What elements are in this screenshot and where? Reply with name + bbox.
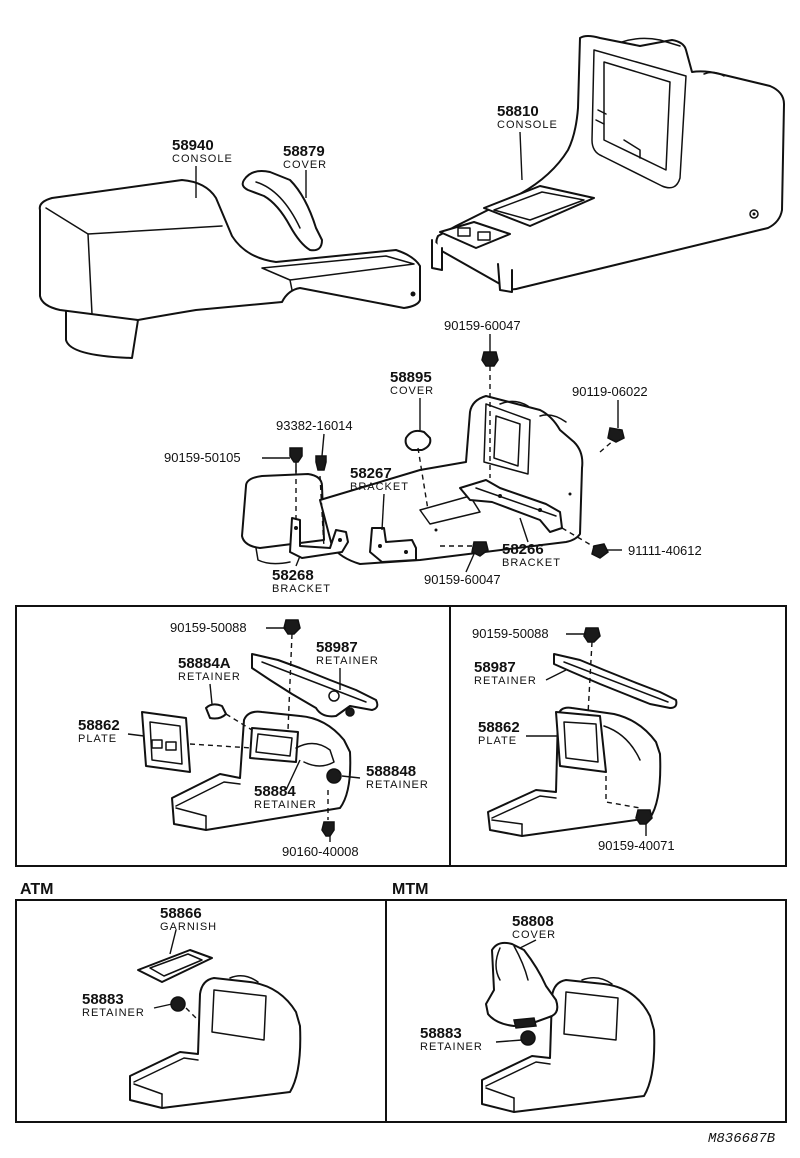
svg-text:CONSOLE: CONSOLE — [172, 153, 233, 165]
svg-text:PLATE: PLATE — [478, 735, 517, 747]
svg-text:58866: 58866 — [160, 905, 202, 922]
label-right-bolt-90159-50088: 90159-50088 — [472, 626, 549, 641]
rear-console-58940 — [38, 179, 421, 359]
label-bolt-90159-50105: 90159-50105 — [164, 450, 241, 465]
label-bolt-90159-60047-top: 90159-60047 — [444, 318, 521, 333]
label-left-plate-58862: 58862 PLATE — [78, 717, 120, 745]
leader-lines — [127, 131, 647, 1043]
label-bolt-90159-40071: 90159-40071 — [598, 838, 675, 853]
svg-text:RETAINER: RETAINER — [82, 1007, 145, 1019]
svg-text:58987: 58987 — [474, 659, 516, 676]
label-cover-58895: 58895 COVER — [390, 369, 434, 397]
console-bracket-assembly — [241, 351, 625, 565]
mtm-assembly — [481, 941, 656, 1113]
label-console-58810: 58810 CONSOLE — [497, 103, 558, 131]
section-title-mtm: MTM — [392, 881, 428, 898]
label-retainer-58884b: 588848 RETAINER — [366, 763, 429, 791]
drawing-code: M836687B — [708, 1131, 775, 1147]
svg-text:RETAINER: RETAINER — [366, 779, 429, 791]
label-bracket-58266: 58266 BRACKET — [502, 541, 561, 569]
label-bracket-58268: 58268 BRACKET — [272, 567, 331, 595]
svg-text:58883: 58883 — [82, 991, 124, 1008]
svg-text:588848: 588848 — [366, 763, 416, 780]
label-screw-91111-40612: 91111-40612 — [628, 543, 702, 558]
label-right-retainer-58987: 58987 RETAINER — [474, 659, 537, 687]
label-bolt-90159-60047-bottom: 90159-60047 — [424, 572, 501, 587]
svg-text:58883: 58883 — [420, 1025, 462, 1042]
label-console-58940: 58940 CONSOLE — [172, 137, 233, 165]
section-title-atm: ATM — [20, 881, 53, 898]
right-option-assembly — [487, 627, 678, 837]
label-bracket-58267: 58267 BRACKET — [350, 465, 409, 493]
svg-text:COVER: COVER — [283, 159, 327, 171]
label-left-bolt-90159-50088: 90159-50088 — [170, 620, 247, 635]
svg-text:58862: 58862 — [478, 719, 520, 736]
label-cover-58879: 58879 COVER — [283, 143, 327, 171]
svg-text:PLATE: PLATE — [78, 733, 117, 745]
label-right-plate-58862: 58862 PLATE — [478, 719, 520, 747]
svg-text:58267: 58267 — [350, 465, 392, 482]
svg-text:58884A: 58884A — [178, 655, 231, 672]
label-screw-90119-06022: 90119-06022 — [572, 384, 648, 399]
svg-text:RETAINER: RETAINER — [474, 675, 537, 687]
label-nut-90160-40008: 90160-40008 — [282, 844, 359, 859]
label-mtm-retainer-58883: 58883 RETAINER — [420, 1025, 483, 1053]
svg-text:58884: 58884 — [254, 783, 296, 800]
atm-assembly — [129, 949, 302, 1109]
svg-text:COVER: COVER — [390, 385, 434, 397]
svg-text:GARNISH: GARNISH — [160, 921, 217, 933]
svg-text:58987: 58987 — [316, 639, 358, 656]
label-retainer-58884: 58884 RETAINER — [254, 783, 317, 811]
svg-text:BRACKET: BRACKET — [272, 583, 331, 595]
svg-text:BRACKET: BRACKET — [502, 557, 561, 569]
svg-text:58268: 58268 — [272, 567, 314, 584]
svg-text:RETAINER: RETAINER — [420, 1041, 483, 1053]
front-console-58810 — [431, 35, 785, 293]
svg-text:58879: 58879 — [283, 143, 325, 160]
svg-text:RETAINER: RETAINER — [178, 671, 241, 683]
svg-text:RETAINER: RETAINER — [316, 655, 379, 667]
svg-text:BRACKET: BRACKET — [350, 481, 409, 493]
svg-text:58862: 58862 — [78, 717, 120, 734]
mtm-frame — [385, 899, 787, 1123]
label-retainer-58884a: 58884A RETAINER — [178, 655, 241, 683]
svg-text:RETAINER: RETAINER — [254, 799, 317, 811]
left-option-assembly — [141, 619, 379, 837]
svg-text:58895: 58895 — [390, 369, 432, 386]
svg-text:COVER: COVER — [512, 929, 556, 941]
svg-text:58808: 58808 — [512, 913, 554, 930]
svg-text:58940: 58940 — [172, 137, 214, 154]
label-atm-retainer-58883: 58883 RETAINER — [82, 991, 145, 1019]
svg-text:58266: 58266 — [502, 541, 544, 558]
label-garnish-58866: 58866 GARNISH — [160, 905, 217, 933]
cover-58879 — [241, 170, 323, 252]
svg-text:58810: 58810 — [497, 103, 539, 120]
svg-text:CONSOLE: CONSOLE — [497, 119, 558, 131]
label-left-retainer-58987: 58987 RETAINER — [316, 639, 379, 667]
label-cover-58808: 58808 COVER — [512, 913, 556, 941]
label-screw-93382-16014: 93382-16014 — [276, 418, 353, 433]
right-option-frame — [449, 605, 787, 867]
